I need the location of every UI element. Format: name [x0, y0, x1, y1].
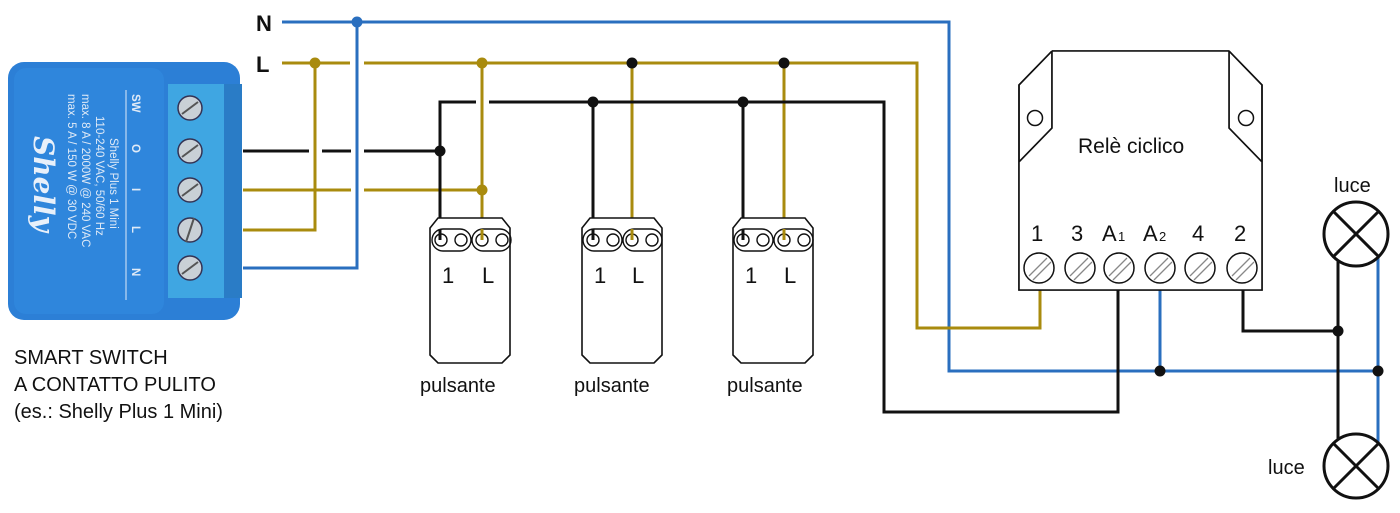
line-label: L: [256, 52, 269, 77]
junction-dot: [778, 57, 790, 69]
relay-screws: [1023, 252, 1258, 284]
pushbutton-body: [732, 217, 814, 364]
pushbutton-body: [581, 217, 663, 364]
neutral-wire-main: [282, 20, 1380, 373]
junction-dot: [309, 57, 321, 69]
relay-screw-a1: [1103, 252, 1135, 284]
pushbutton-3: 1 L pulsante: [727, 217, 814, 397]
neutral-label: N: [256, 11, 272, 36]
relay-screw-a2: [1144, 252, 1176, 284]
lamp-label: luce: [1334, 175, 1371, 197]
screw-l: [177, 217, 203, 243]
pushbutton-body: [429, 217, 511, 364]
line-wire-to-switch-l: [243, 63, 317, 232]
relay-screw-1: [1023, 252, 1055, 284]
device-spec-line: 110-240 VAC, 50/60 Hz: [93, 116, 105, 236]
terminal-label-l: L: [784, 263, 796, 288]
mounting-hole: [1026, 109, 1044, 127]
junction-dot: [1372, 365, 1384, 377]
terminal-label-sw: SW: [129, 94, 141, 113]
lamp-label: luce: [1268, 457, 1305, 479]
device-labels: SW O I L N Shelly Plus 1 Mini 110-240 VA…: [27, 90, 141, 300]
relay-screw-2: [1226, 252, 1258, 284]
caption-line: SMART SWITCH: [14, 347, 168, 369]
junction-dot: [434, 145, 446, 157]
terminal-label-o: O: [129, 144, 141, 153]
lamp-wire: [1241, 288, 1338, 333]
smart-switch-device: SW O I L N Shelly Plus 1 Mini 110-240 VA…: [8, 62, 242, 320]
brand-logo: Shelly: [27, 136, 60, 234]
pushbutton-label: pulsante: [420, 375, 496, 397]
pushbutton-label: pulsante: [727, 375, 803, 397]
terminal-label-1: 1: [745, 263, 757, 288]
junction-dot: [626, 57, 638, 69]
junction-dot: [1332, 325, 1344, 337]
relay-terminal-label: A: [1102, 221, 1117, 246]
terminal-label-i: I: [129, 188, 141, 191]
terminal-label-1: 1: [442, 263, 454, 288]
relay-terminal-label: 4: [1192, 221, 1204, 246]
pushbutton-1: 1 L pulsante: [420, 217, 512, 397]
junction-dot: [351, 16, 363, 28]
junction-dot: [476, 184, 488, 196]
relay-terminal-sub: 1: [1118, 229, 1125, 244]
lamp-2: luce: [1268, 432, 1390, 500]
junction-dot: [587, 96, 599, 108]
relay-terminal-sub: 2: [1159, 229, 1166, 244]
lamp-1: luce: [1322, 175, 1390, 268]
device-spec-line: max. 5 A / 150 W @ 30 VDC: [65, 94, 77, 239]
relay-screw-3: [1064, 252, 1096, 284]
terminal-label-l: L: [482, 263, 494, 288]
relay-terminal-label: 1: [1031, 221, 1043, 246]
lamp-cross-icon: [1331, 209, 1381, 259]
pushbutton-2: 1 L pulsante: [574, 217, 663, 397]
smart-switch-caption: SMART SWITCH A CONTATTO PULITO (es.: She…: [14, 347, 223, 423]
relay-title: Relè ciclico: [1078, 135, 1184, 158]
wires: [243, 20, 1380, 450]
cyclic-relay: Relè ciclico 1 3 A 1 A 2 4 2: [1018, 50, 1263, 291]
lamp-cross-icon: [1331, 441, 1381, 491]
terminal-screws: [177, 95, 203, 281]
caption-line: (es.: Shelly Plus 1 Mini): [14, 401, 223, 423]
junction-dot: [1154, 365, 1166, 377]
terminal-label-1: 1: [594, 263, 606, 288]
screw-sw: [177, 95, 203, 121]
line-wire-main: [364, 61, 1042, 330]
terminal-label-l: L: [129, 226, 141, 233]
device-model: Shelly Plus 1 Mini: [107, 138, 119, 229]
screw-i: [177, 177, 203, 203]
terminal-label-n: N: [129, 268, 141, 276]
terminal-label-l: L: [632, 263, 644, 288]
control-wire-pb1: [438, 100, 1120, 414]
relay-terminal-label: 2: [1234, 221, 1246, 246]
pushbutton-label: pulsante: [574, 375, 650, 397]
junctions: [309, 16, 1384, 377]
screw-n: [177, 255, 203, 281]
relay-terminal-label: A: [1143, 221, 1158, 246]
screw-o: [177, 138, 203, 164]
relay-terminal-label: 3: [1071, 221, 1083, 246]
mounting-hole: [1237, 109, 1255, 127]
caption-line: A CONTATTO PULITO: [14, 374, 216, 396]
relay-screw-4: [1184, 252, 1216, 284]
device-spec-line: max. 8 A / 2000W @ 240 VAC: [79, 94, 91, 247]
junction-dot: [476, 57, 488, 69]
terminal-block-side: [224, 84, 242, 298]
junction-dot: [737, 96, 749, 108]
neutral-wire-to-switch: [243, 22, 359, 270]
